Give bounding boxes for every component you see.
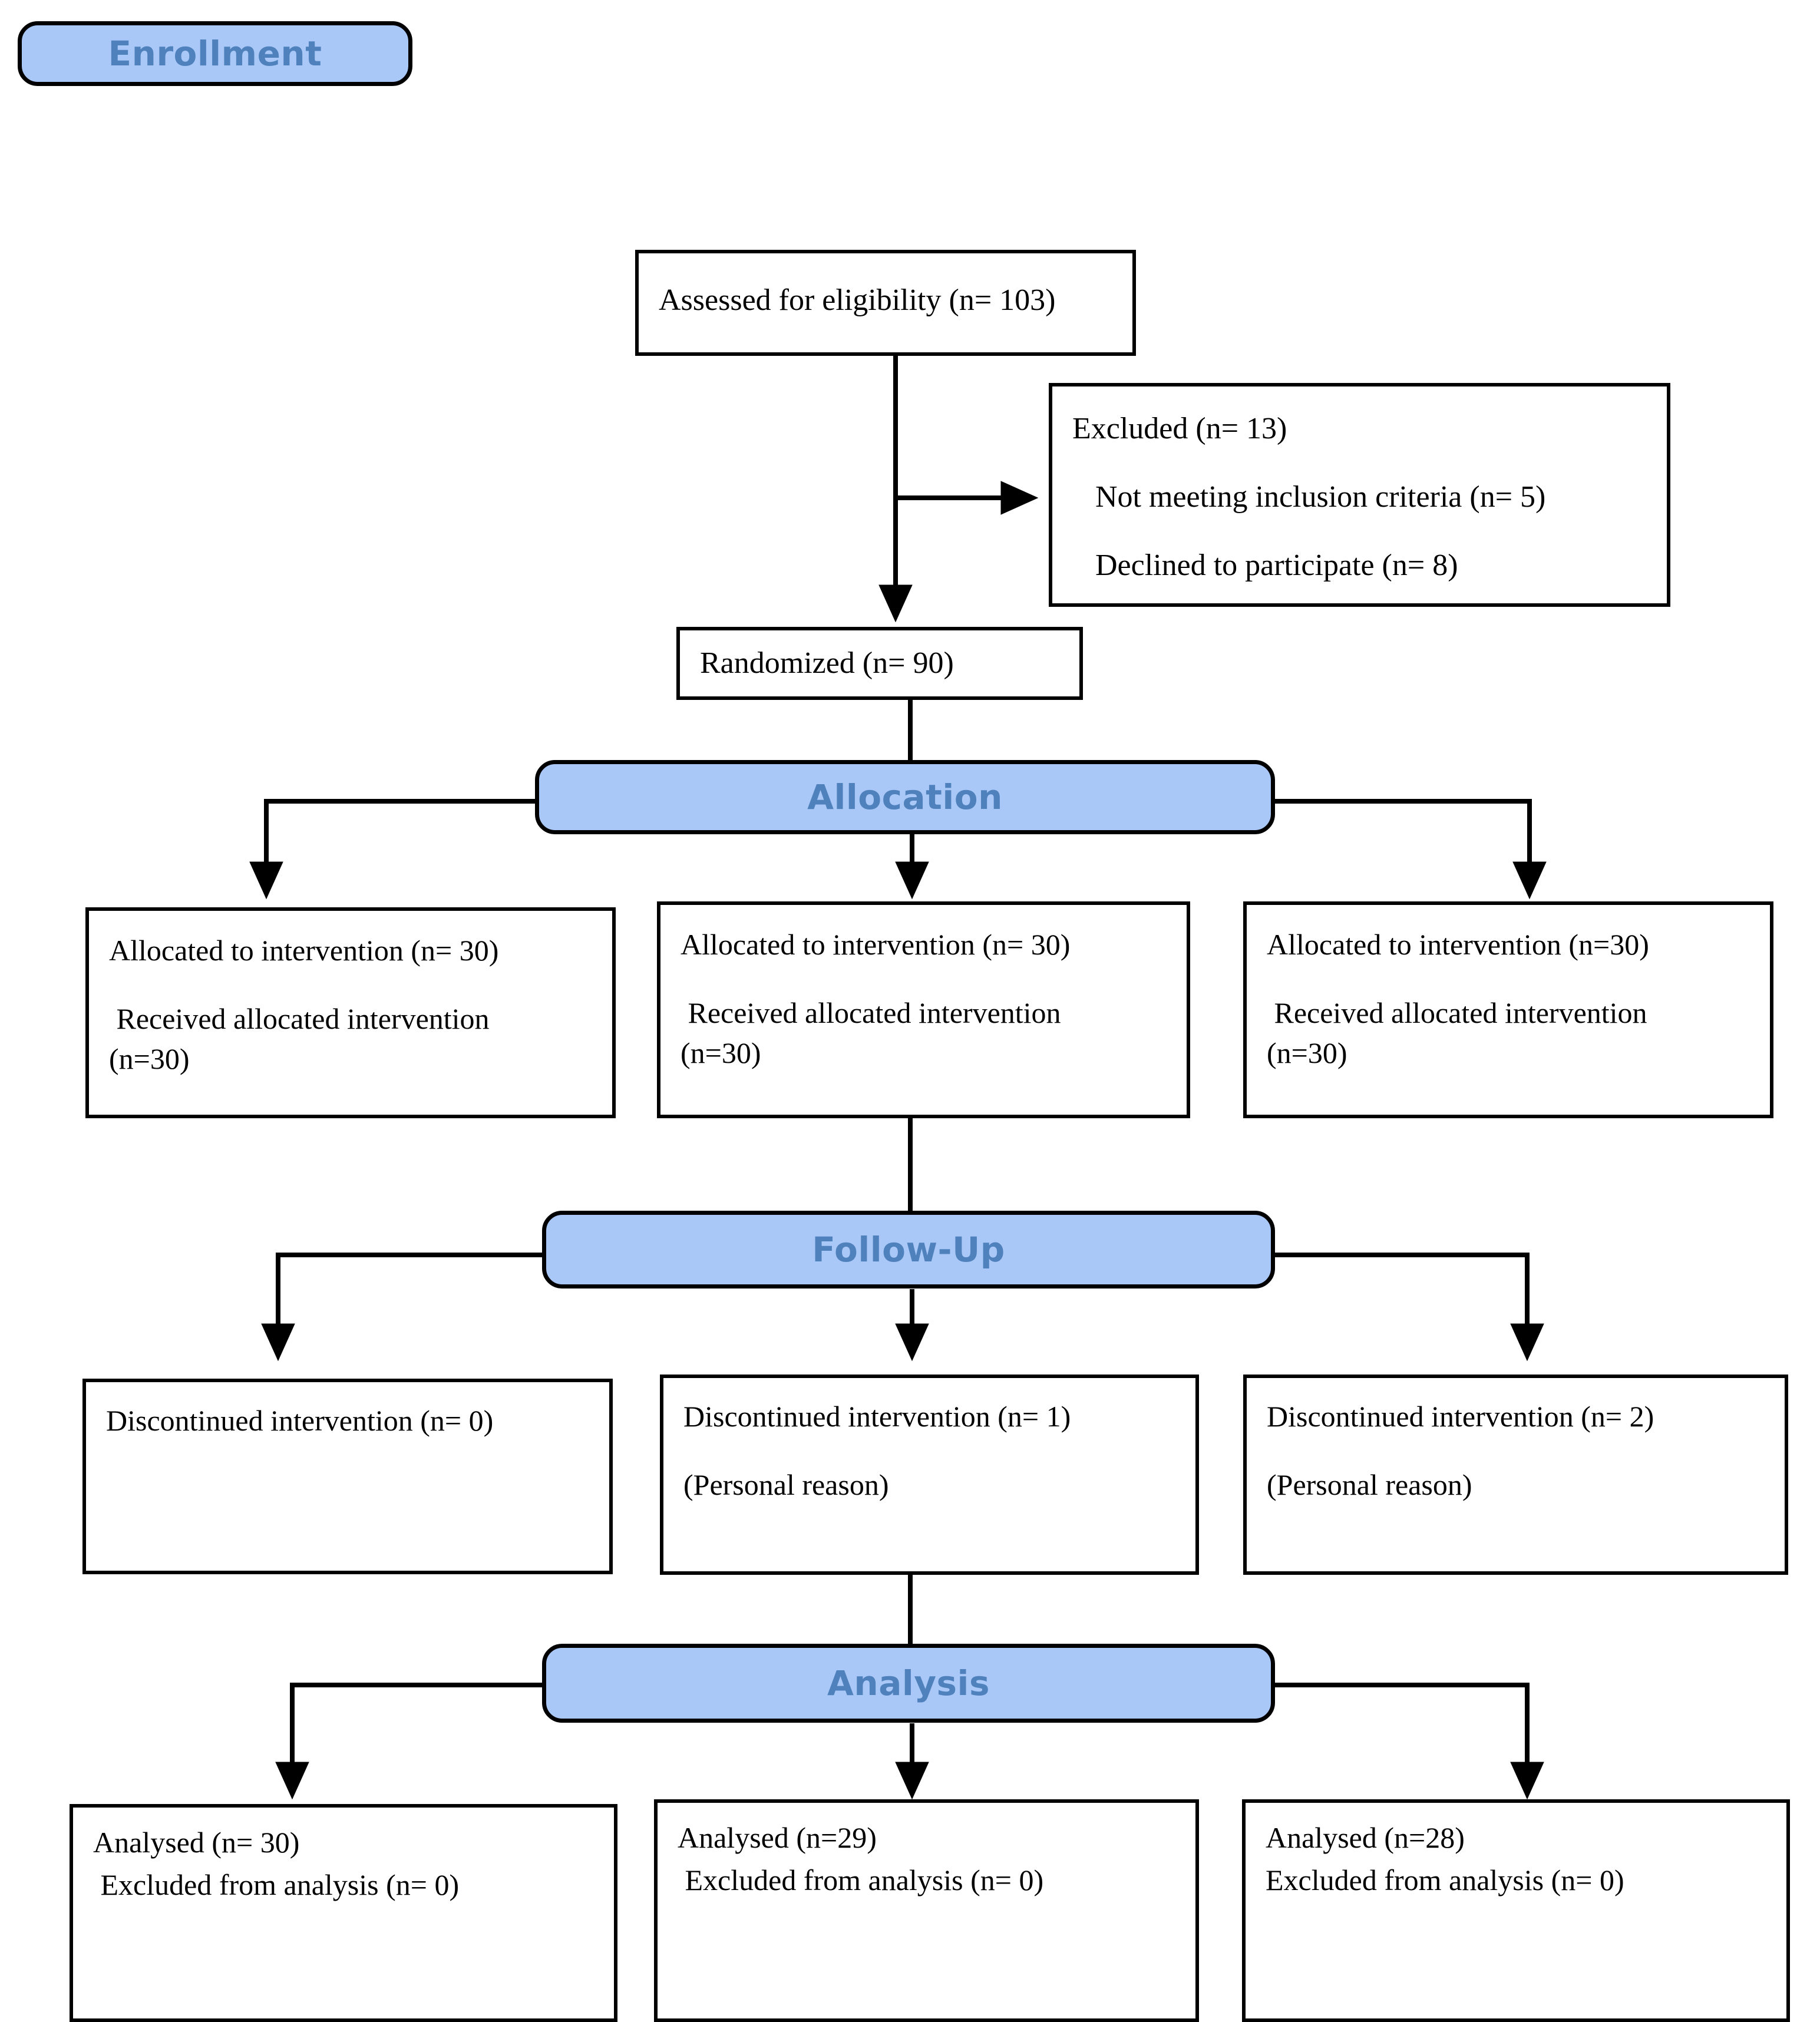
box-discontinued-2[interactable]: Discontinued intervention (n= 1) (Person… [660,1375,1199,1575]
box-line: Excluded from analysis (n= 0) [93,1868,460,1901]
box-line: Excluded (n= 13) [1072,412,1287,445]
box-allocated-3[interactable]: Allocated to intervention (n=30) Receive… [1243,901,1773,1118]
box-line: Assessed for eligibility (n= 103) [659,283,1056,317]
box-line: (Personal reason) [683,1468,889,1501]
box-line: Received allocated intervention [109,1002,490,1035]
box-line: (n=30) [1267,1036,1347,1069]
box-discontinued-1[interactable]: Discontinued intervention (n= 0) [82,1379,613,1574]
box-line: Excluded from analysis (n= 0) [1266,1864,1624,1897]
box-analysed-1[interactable]: Analysed (n= 30) Excluded from analysis … [70,1804,617,2022]
stage-banner-followup[interactable]: Follow-Up [542,1211,1275,1288]
stage-banner-enrollment[interactable]: Enrollment [18,21,412,86]
connector-allocation-branches [249,799,1547,900]
box-line: Received allocated intervention [1267,996,1647,1029]
box-line: Allocated to intervention (n= 30) [109,934,499,967]
connector-followup-branches [261,1253,1544,1362]
stage-banner-followup-label: Follow-Up [812,1230,1005,1270]
box-line: Discontinued intervention (n= 0) [106,1404,494,1437]
box-line: Analysed (n=29) [678,1821,877,1854]
box-line: (n=30) [681,1036,761,1069]
box-allocated-2[interactable]: Allocated to intervention (n= 30) Receiv… [657,901,1190,1118]
box-excluded[interactable]: Excluded (n= 13) Not meeting inclusion c… [1049,383,1670,607]
box-line: (Personal reason) [1267,1468,1472,1501]
box-line: Analysed (n=28) [1266,1821,1465,1854]
box-line: (n=30) [109,1042,190,1075]
box-line: Excluded from analysis (n= 0) [678,1864,1044,1897]
stage-banner-allocation[interactable]: Allocation [535,760,1275,834]
box-discontinued-3[interactable]: Discontinued intervention (n= 2) (Person… [1243,1375,1788,1575]
box-line: Discontinued intervention (n= 2) [1267,1400,1654,1433]
box-randomized[interactable]: Randomized (n= 90) [676,627,1083,700]
box-assessed-for-eligibility[interactable]: Assessed for eligibility (n= 103) [635,250,1136,356]
box-line: Analysed (n= 30) [93,1826,300,1859]
box-analysed-2[interactable]: Analysed (n=29) Excluded from analysis (… [654,1799,1199,2022]
stage-banner-enrollment-label: Enrollment [108,34,322,74]
stage-banner-analysis-label: Analysis [827,1663,990,1703]
stage-banner-analysis[interactable]: Analysis [542,1644,1275,1723]
box-line: Randomized (n= 90) [700,646,954,680]
box-line: Allocated to intervention (n=30) [1267,928,1649,961]
box-line: Allocated to intervention (n= 30) [681,928,1071,961]
box-line: Received allocated intervention [681,996,1061,1029]
box-line: Declined to participate (n= 8) [1072,549,1458,582]
box-analysed-3[interactable]: Analysed (n=28) Excluded from analysis (… [1242,1799,1790,2022]
box-line: Discontinued intervention (n= 1) [683,1400,1071,1433]
connector-analysis-branches [275,1683,1544,1800]
stage-banner-allocation-label: Allocation [807,777,1003,817]
box-allocated-1[interactable]: Allocated to intervention (n= 30) Receiv… [85,907,616,1118]
box-line: Not meeting inclusion criteria (n= 5) [1072,480,1546,514]
